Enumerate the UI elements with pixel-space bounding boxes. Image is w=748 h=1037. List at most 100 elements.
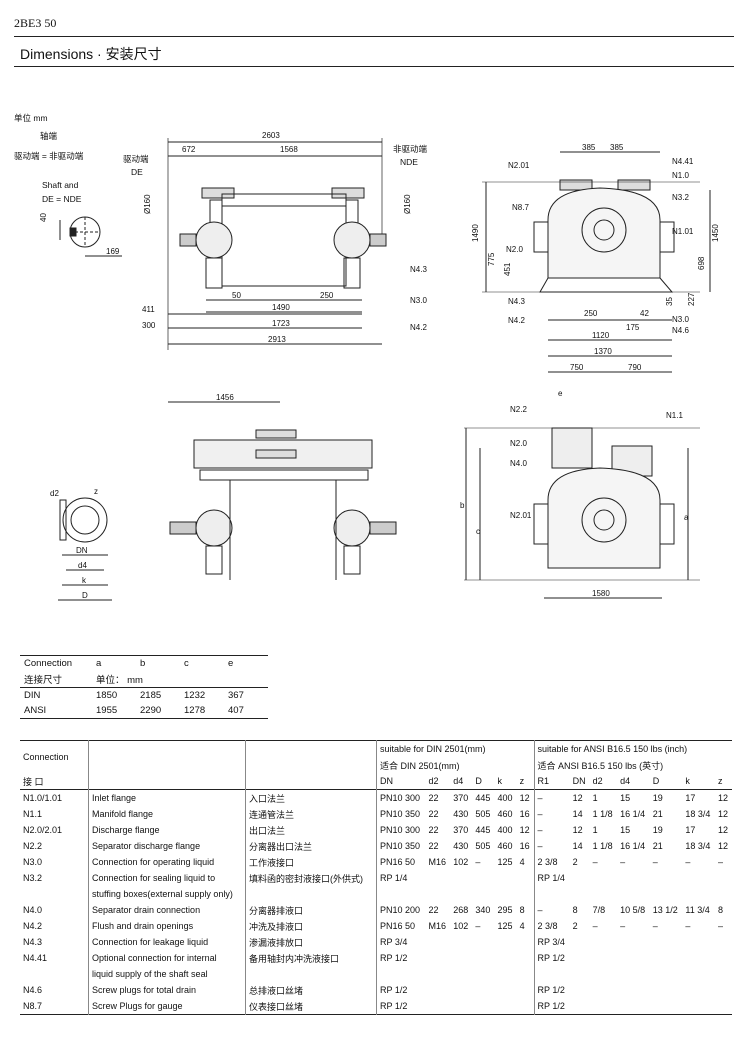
table-cell: 102 bbox=[453, 921, 469, 931]
table-cell bbox=[715, 870, 732, 886]
dim-label: 790 bbox=[628, 363, 642, 372]
shaft-end-detail bbox=[59, 216, 122, 257]
table-cell bbox=[590, 982, 617, 998]
letter-label: e bbox=[558, 389, 563, 398]
table-cell bbox=[450, 966, 472, 982]
table-cell: 430 bbox=[453, 809, 469, 819]
table-cell: – bbox=[718, 921, 724, 931]
table-cell: RP 1/2 bbox=[537, 985, 565, 995]
table-cell bbox=[570, 934, 590, 950]
port-label: N8.7 bbox=[512, 203, 529, 212]
table-cell: – bbox=[592, 921, 598, 931]
dim-label: 1370 bbox=[594, 347, 612, 356]
dim-label: 2603 bbox=[262, 131, 280, 140]
table-cell: Manifold flange bbox=[88, 806, 246, 822]
dim-label: 42 bbox=[640, 309, 649, 318]
table-cell: N4.0 bbox=[20, 902, 89, 918]
table-cell bbox=[450, 870, 472, 886]
table-cell bbox=[590, 950, 617, 966]
table-cell: 460 bbox=[497, 809, 513, 819]
table-cell: PN10 350 bbox=[380, 809, 421, 819]
table-cell bbox=[682, 998, 715, 1015]
table-cell: 16 bbox=[516, 806, 535, 822]
port-label: N4.41 bbox=[672, 157, 694, 166]
col-ansi-dn: DN bbox=[572, 776, 586, 786]
letter-label: b bbox=[460, 501, 465, 510]
table-cell bbox=[590, 870, 617, 886]
table-cell: 12 bbox=[572, 825, 583, 835]
table-cell: RP 1/4 bbox=[380, 873, 408, 883]
dim-label: 50 bbox=[232, 291, 241, 300]
dim-label: 1580 bbox=[592, 589, 610, 598]
table-cell bbox=[495, 966, 517, 982]
table-cell: 460 bbox=[497, 841, 513, 851]
table-cell: Inlet flange bbox=[88, 789, 246, 806]
dim-label: 1120 bbox=[592, 331, 610, 340]
table-cell bbox=[472, 934, 494, 950]
table-cell bbox=[534, 966, 570, 982]
table-cell: 13 1/2 bbox=[652, 905, 678, 915]
table-cell: 2 bbox=[572, 857, 578, 867]
table-cell: 4 bbox=[516, 918, 535, 934]
table-cell: 340 bbox=[475, 905, 491, 915]
table-cell: 8 bbox=[516, 902, 535, 918]
table-cell: – bbox=[718, 857, 724, 867]
table-cell bbox=[516, 998, 535, 1015]
head-din-cn: 适合 DIN 2501(mm) bbox=[376, 757, 535, 773]
table-cell bbox=[425, 870, 450, 886]
de-label: DE bbox=[131, 167, 143, 177]
letter-label: a bbox=[684, 513, 689, 522]
table-cell: 入口法兰 bbox=[245, 789, 377, 806]
table-cell: 2 bbox=[572, 921, 578, 931]
table-cell: 出口法兰 bbox=[245, 822, 377, 838]
doc-code: 2BE3 50 bbox=[14, 16, 57, 30]
table-cell: N4.3 bbox=[20, 934, 89, 950]
connection-table: Connection suitable for DIN 2501(mm) sui… bbox=[20, 740, 732, 1015]
table-cell bbox=[682, 982, 715, 998]
table-cell bbox=[617, 950, 650, 966]
table-cell: RP 1/2 bbox=[537, 953, 565, 963]
table-cell: 370 bbox=[453, 793, 469, 803]
front-view bbox=[167, 138, 387, 350]
dim-label: 672 bbox=[182, 145, 196, 154]
port-label: N1.01 bbox=[672, 227, 694, 236]
port-label: N4.2 bbox=[508, 316, 525, 325]
table-cell bbox=[425, 934, 450, 950]
table-cell: PN10 300 bbox=[380, 825, 421, 835]
table-cell: 400 bbox=[497, 793, 513, 803]
table-cell: 15 bbox=[620, 825, 631, 835]
port-label: N4.6 bbox=[672, 326, 689, 335]
table-cell: Separator drain connection bbox=[88, 902, 246, 918]
table-cell bbox=[516, 934, 535, 950]
table-cell: – bbox=[537, 841, 543, 851]
table-cell: 分离器排液口 bbox=[245, 902, 377, 918]
table-cell: 11 3/4 bbox=[685, 905, 710, 915]
table-cell: 505 bbox=[475, 809, 491, 819]
lower-side-view bbox=[464, 427, 700, 599]
table-cell: 12 bbox=[718, 825, 729, 835]
table-cell: 4 bbox=[516, 854, 535, 870]
table-cell: 2 3/8 bbox=[537, 857, 558, 867]
nde-label: NDE bbox=[400, 157, 418, 167]
dim-label: 1450 bbox=[711, 224, 720, 242]
col-connection: Connection bbox=[24, 658, 73, 669]
table-cell: 8 bbox=[718, 905, 724, 915]
table-cell bbox=[450, 982, 472, 998]
port-label: N4.3 bbox=[508, 297, 525, 306]
table-cell: 125 bbox=[497, 857, 513, 867]
table-cell bbox=[650, 950, 683, 966]
table-cell bbox=[570, 966, 590, 982]
table-cell bbox=[715, 934, 732, 950]
port-label: N4.2 bbox=[410, 323, 427, 332]
table-cell: 12 bbox=[516, 789, 535, 806]
head-ansi-cn: 适合 ANSI B16.5 150 lbs (英寸) bbox=[537, 760, 664, 771]
col-c: c bbox=[184, 658, 189, 669]
table-cell bbox=[650, 886, 683, 902]
port-label: N2.01 bbox=[510, 511, 532, 520]
col-din-dn: DN bbox=[380, 776, 393, 786]
table-cell bbox=[495, 934, 517, 950]
